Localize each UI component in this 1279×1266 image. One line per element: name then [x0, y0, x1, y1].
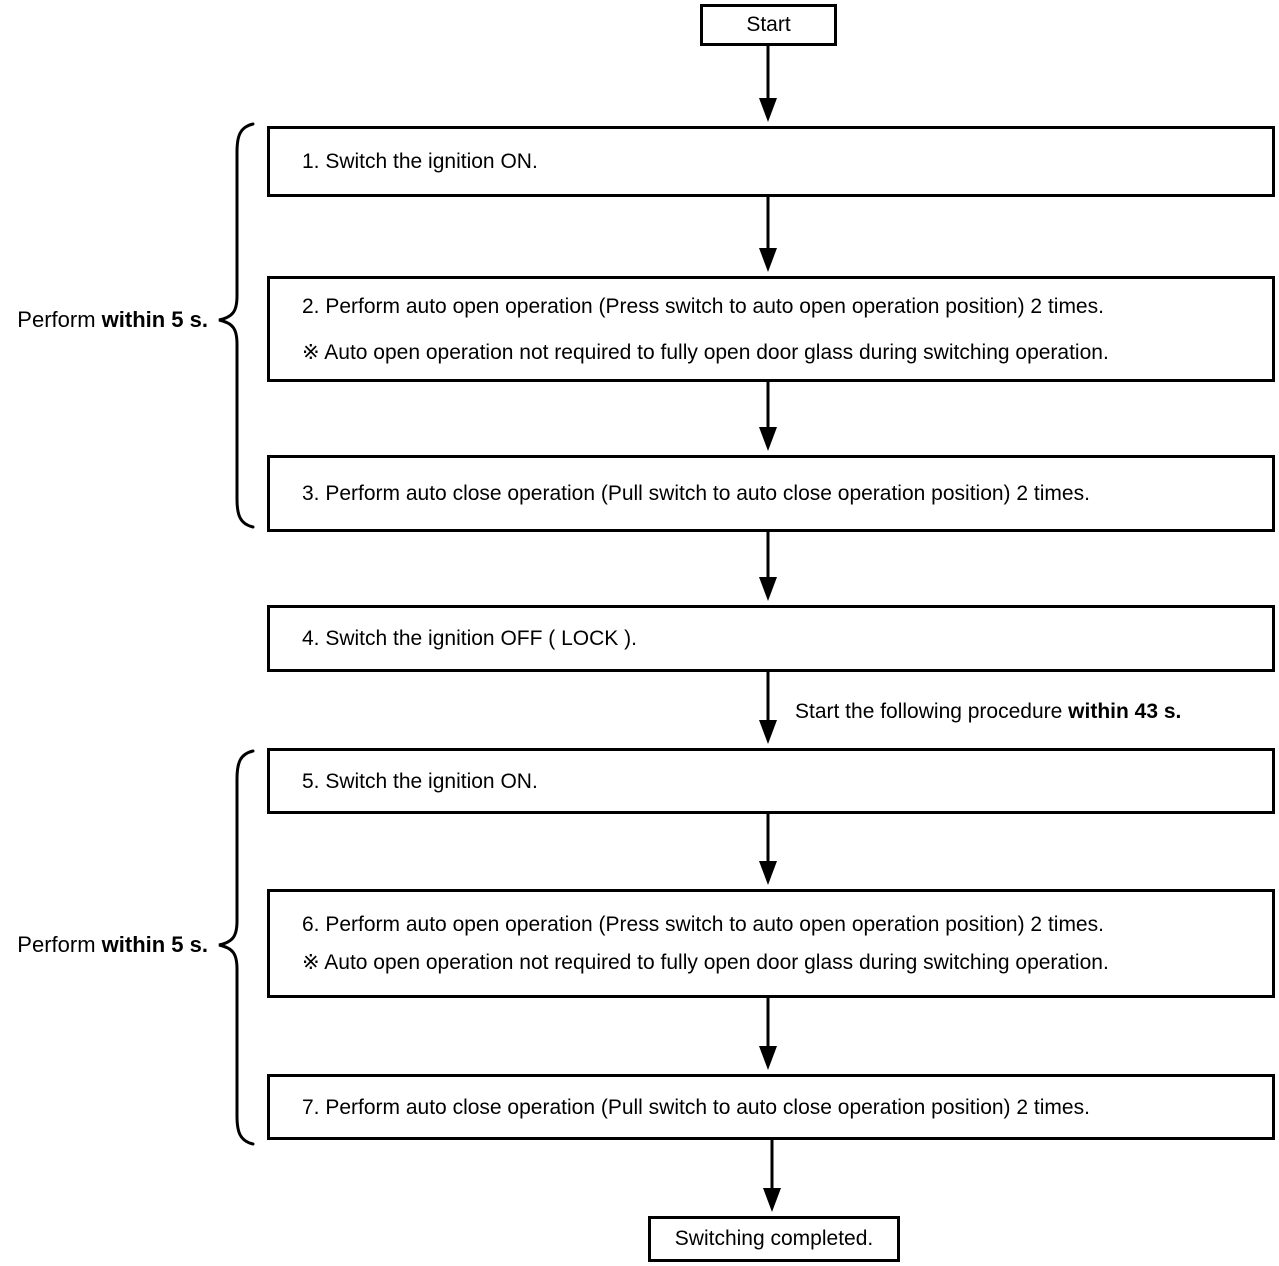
- flow-arrow-1: [759, 46, 777, 122]
- brace-steps-5-7: [218, 749, 255, 1146]
- step-box-3: 3. Perform auto close operation (Pull sw…: [267, 455, 1275, 532]
- step-box-5: 5. Switch the ignition ON.: [267, 748, 1275, 814]
- timing-label-2-bold: within 5 s.: [101, 932, 208, 957]
- step-box-4: 4. Switch the ignition OFF ( LOCK ).: [267, 605, 1275, 672]
- step-3-text: 3. Perform auto close operation (Pull sw…: [302, 482, 1090, 505]
- flow-arrow-8: [763, 1140, 781, 1212]
- arrow-note-within-43s: Start the following procedure within 43 …: [795, 699, 1181, 724]
- flow-arrow-3: [759, 382, 777, 451]
- timing-label-1-normal: Perform: [17, 307, 102, 332]
- timing-label-2: Perform within 5 s.: [0, 931, 208, 959]
- flow-arrow-4: [759, 532, 777, 601]
- flow-arrow-5: [759, 672, 777, 744]
- timing-label-1-bold: within 5 s.: [101, 307, 208, 332]
- brace-steps-1-3: [218, 122, 255, 529]
- step-7-text: 7. Perform auto close operation (Pull sw…: [302, 1095, 1090, 1119]
- timing-label-1: Perform within 5 s.: [0, 306, 208, 334]
- step-4-text: 4. Switch the ignition OFF ( LOCK ).: [302, 627, 637, 650]
- end-node-label: Switching completed.: [674, 1227, 874, 1250]
- step-1-text: 1. Switch the ignition ON.: [302, 150, 538, 173]
- step-box-6: 6. Perform auto open operation (Press sw…: [267, 889, 1275, 998]
- step-6-text: 6. Perform auto open operation (Press sw…: [302, 913, 1104, 936]
- arrow-note-bold: within 43 s.: [1068, 700, 1182, 723]
- arrow-note-normal: Start the following procedure: [795, 700, 1069, 723]
- step-box-7: 7. Perform auto close operation (Pull sw…: [267, 1074, 1275, 1140]
- start-node: Start: [700, 4, 837, 46]
- step-box-2: 2. Perform auto open operation (Press sw…: [267, 276, 1275, 382]
- end-node: Switching completed.: [648, 1216, 900, 1262]
- flow-arrow-6: [759, 814, 777, 885]
- step-5-text: 5. Switch the ignition ON.: [302, 769, 538, 793]
- timing-label-2-normal: Perform: [17, 932, 102, 957]
- start-node-label: Start: [746, 13, 791, 36]
- flow-arrow-7: [759, 998, 777, 1070]
- step-2-text: 2. Perform auto open operation (Press sw…: [302, 294, 1104, 318]
- flow-arrow-2: [759, 197, 777, 272]
- step-box-1: 1. Switch the ignition ON.: [267, 126, 1275, 197]
- step-2-note: ※ Auto open operation not required to fu…: [302, 340, 1109, 364]
- step-6-note: ※ Auto open operation not required to fu…: [302, 951, 1109, 974]
